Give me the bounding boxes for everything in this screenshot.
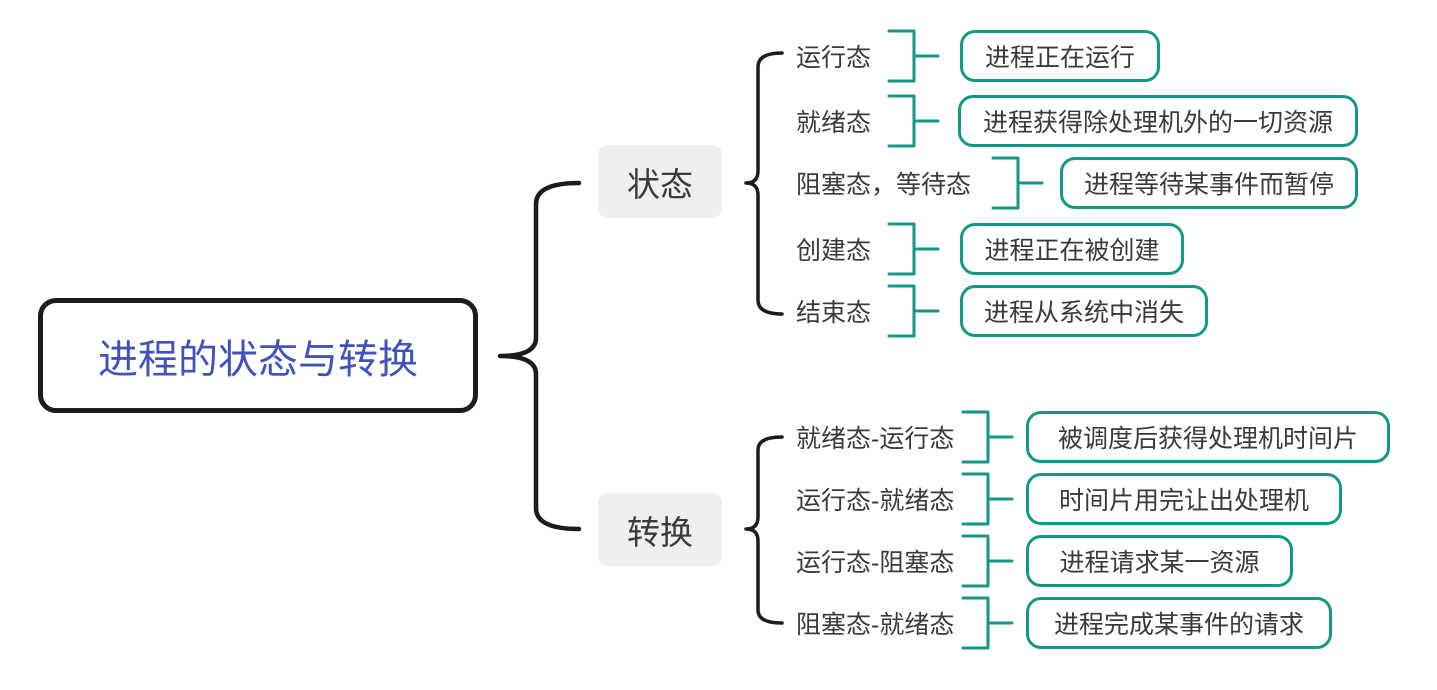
branch-topic-label: 转换: [627, 513, 693, 551]
detail-topic[interactable]: 进程正在被创建: [960, 223, 1184, 275]
subtopic-label[interactable]: 阻塞态-就绪态: [796, 611, 955, 639]
branch-topic-label: 状态: [627, 165, 693, 203]
subtopic-label[interactable]: 结束态: [796, 299, 872, 327]
subtopic-label[interactable]: 运行态-就绪态: [796, 487, 955, 515]
detail-topic[interactable]: 时间片用完让出处理机: [1026, 473, 1342, 525]
branch-topic-transitions[interactable]: 转换: [598, 493, 722, 566]
branch-topic-states[interactable]: 状态: [598, 145, 722, 218]
subtopic-bracket: [961, 410, 1014, 464]
subtopic-bracket: [991, 156, 1044, 210]
subtopic-bracket: [961, 472, 1014, 526]
subtopic-label[interactable]: 就绪态: [796, 109, 872, 137]
subtopic-bracket: [887, 29, 940, 83]
detail-topic[interactable]: 被调度后获得处理机时间片: [1026, 411, 1390, 463]
detail-topic[interactable]: 进程请求某一资源: [1026, 535, 1293, 587]
subtopic-label[interactable]: 运行态-阻塞态: [796, 549, 955, 577]
detail-topic[interactable]: 进程正在运行: [960, 30, 1160, 82]
subtopic-bracket: [961, 534, 1014, 588]
root-topic[interactable]: 进程的状态与转换: [38, 298, 478, 413]
subtopic-label[interactable]: 创建态: [796, 237, 872, 265]
detail-topic[interactable]: 进程从系统中消失: [960, 285, 1208, 337]
subtopic-bracket: [887, 94, 940, 148]
root-topic-label: 进程的状态与转换: [98, 337, 418, 382]
subtopic-label[interactable]: 阻塞态，等待态: [796, 171, 972, 199]
detail-topic[interactable]: 进程获得除处理机外的一切资源: [958, 95, 1358, 147]
states-brace: [744, 51, 784, 316]
root-brace: [497, 180, 582, 532]
subtopic-bracket: [887, 222, 940, 276]
subtopic-bracket: [887, 284, 940, 338]
subtopic-label[interactable]: 就绪态-运行态: [796, 425, 955, 453]
transitions-brace: [744, 435, 784, 625]
subtopic-bracket: [961, 596, 1014, 650]
detail-topic[interactable]: 进程等待某事件而暂停: [1060, 157, 1358, 209]
subtopic-label[interactable]: 运行态: [796, 44, 872, 72]
detail-topic[interactable]: 进程完成某事件的请求: [1026, 597, 1332, 649]
